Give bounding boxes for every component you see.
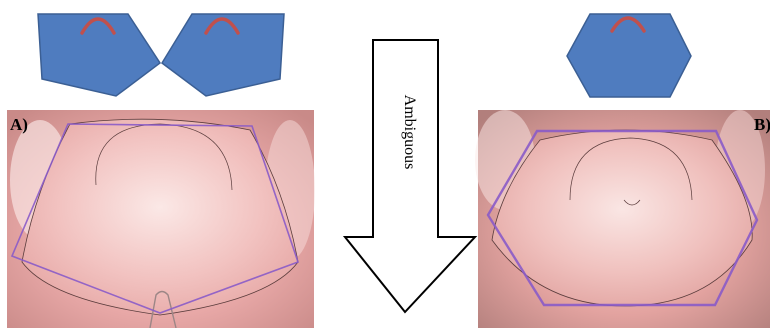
pentagon-shape-left — [38, 14, 160, 96]
pentagon-shape-right — [162, 14, 284, 96]
panel-label-b: B) — [754, 115, 770, 135]
down-arrow-shape — [345, 40, 475, 312]
hexagon-group — [567, 14, 691, 97]
photo-panel-b — [475, 110, 770, 328]
tissue-outline-a — [22, 119, 298, 315]
hexagon-shape — [567, 14, 691, 97]
pentagon-pair — [38, 14, 284, 96]
photo-panel-a — [7, 110, 315, 328]
arrow-label: Ambiguous — [400, 95, 418, 170]
down-arrow — [345, 40, 475, 312]
panel-label-a: A) — [10, 115, 28, 135]
